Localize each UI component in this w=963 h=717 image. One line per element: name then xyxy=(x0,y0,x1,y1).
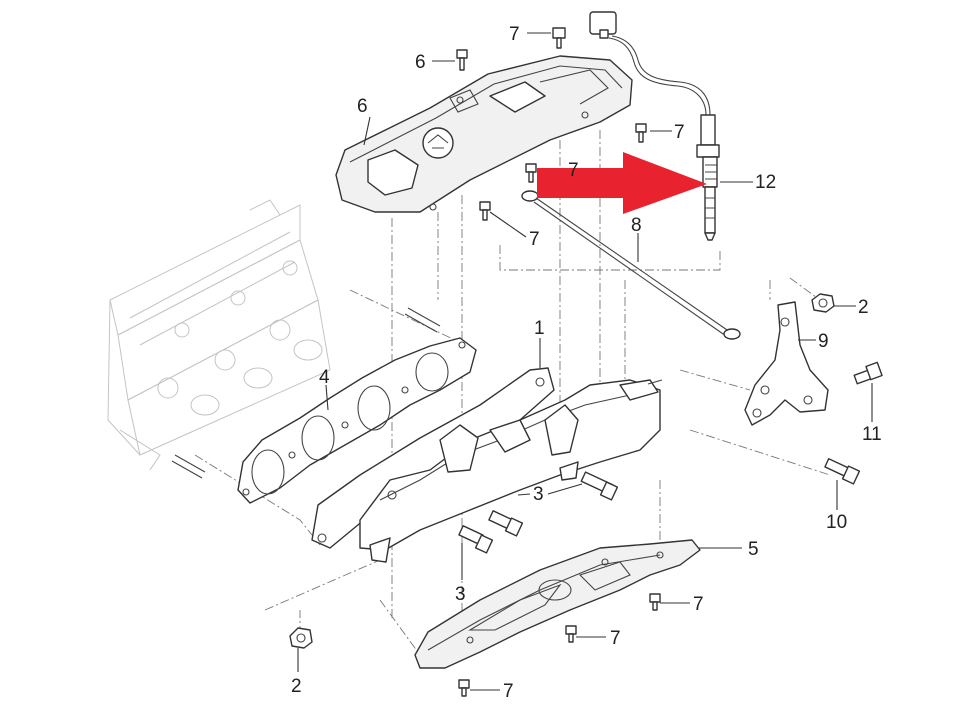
upper-heat-shield xyxy=(335,55,633,213)
engine-block-ghost xyxy=(107,199,331,471)
oxygen-sensor xyxy=(589,11,720,241)
screw-icon xyxy=(635,123,647,143)
callout-7: 7 xyxy=(610,628,621,649)
manifold-gasket xyxy=(237,337,477,504)
callout-7: 7 xyxy=(693,594,704,615)
callout-7: 7 xyxy=(674,122,685,143)
callout-2: 2 xyxy=(291,676,302,697)
callout-1: 1 xyxy=(534,318,545,339)
ground-strap xyxy=(521,190,741,340)
screw-icon xyxy=(552,27,566,49)
callout-3: 3 xyxy=(455,584,466,605)
callout-5: 5 xyxy=(748,539,759,560)
screw-icon xyxy=(458,679,470,697)
callout-7: 7 xyxy=(503,681,514,702)
callout-4: 4 xyxy=(319,367,330,388)
nut-icon xyxy=(811,293,835,313)
callout-10: 10 xyxy=(826,512,847,533)
callout-7: 7 xyxy=(509,24,520,45)
leader-lines xyxy=(297,32,873,691)
bolt-icon xyxy=(853,361,883,385)
screw-icon xyxy=(479,201,491,221)
callout-9: 9 xyxy=(818,331,829,352)
callout-3: 3 xyxy=(533,484,544,505)
bolt-icon xyxy=(458,525,494,554)
bolt-icon xyxy=(488,510,524,537)
callout-6: 6 xyxy=(357,96,368,117)
callout-12: 12 xyxy=(755,172,776,193)
screw-icon xyxy=(525,163,537,183)
callout-labels: 6 7 7 7 7 6 1 12 8 2 9 11 10 1 4 3 3 5 7… xyxy=(291,24,882,702)
screw-icon xyxy=(456,49,468,71)
callout-7: 7 xyxy=(568,160,579,181)
callout-7: 6 xyxy=(415,52,426,73)
mounting-bracket xyxy=(744,301,829,426)
callout-11: 11 xyxy=(862,424,882,445)
nut-icon xyxy=(289,627,313,649)
bolt-icon xyxy=(824,458,861,485)
fasteners xyxy=(289,27,883,697)
callout-8: 8 xyxy=(631,215,642,236)
highlight-arrow-icon xyxy=(537,152,707,214)
screw-icon xyxy=(565,625,577,643)
callout-7: 7 xyxy=(529,229,540,250)
exhaust-manifold xyxy=(311,367,663,563)
screw-icon xyxy=(649,593,661,611)
callout-2: 2 xyxy=(858,297,869,318)
bolt-icon xyxy=(580,471,619,501)
lower-heat-shield xyxy=(414,539,701,669)
manifold-studs xyxy=(171,307,441,479)
